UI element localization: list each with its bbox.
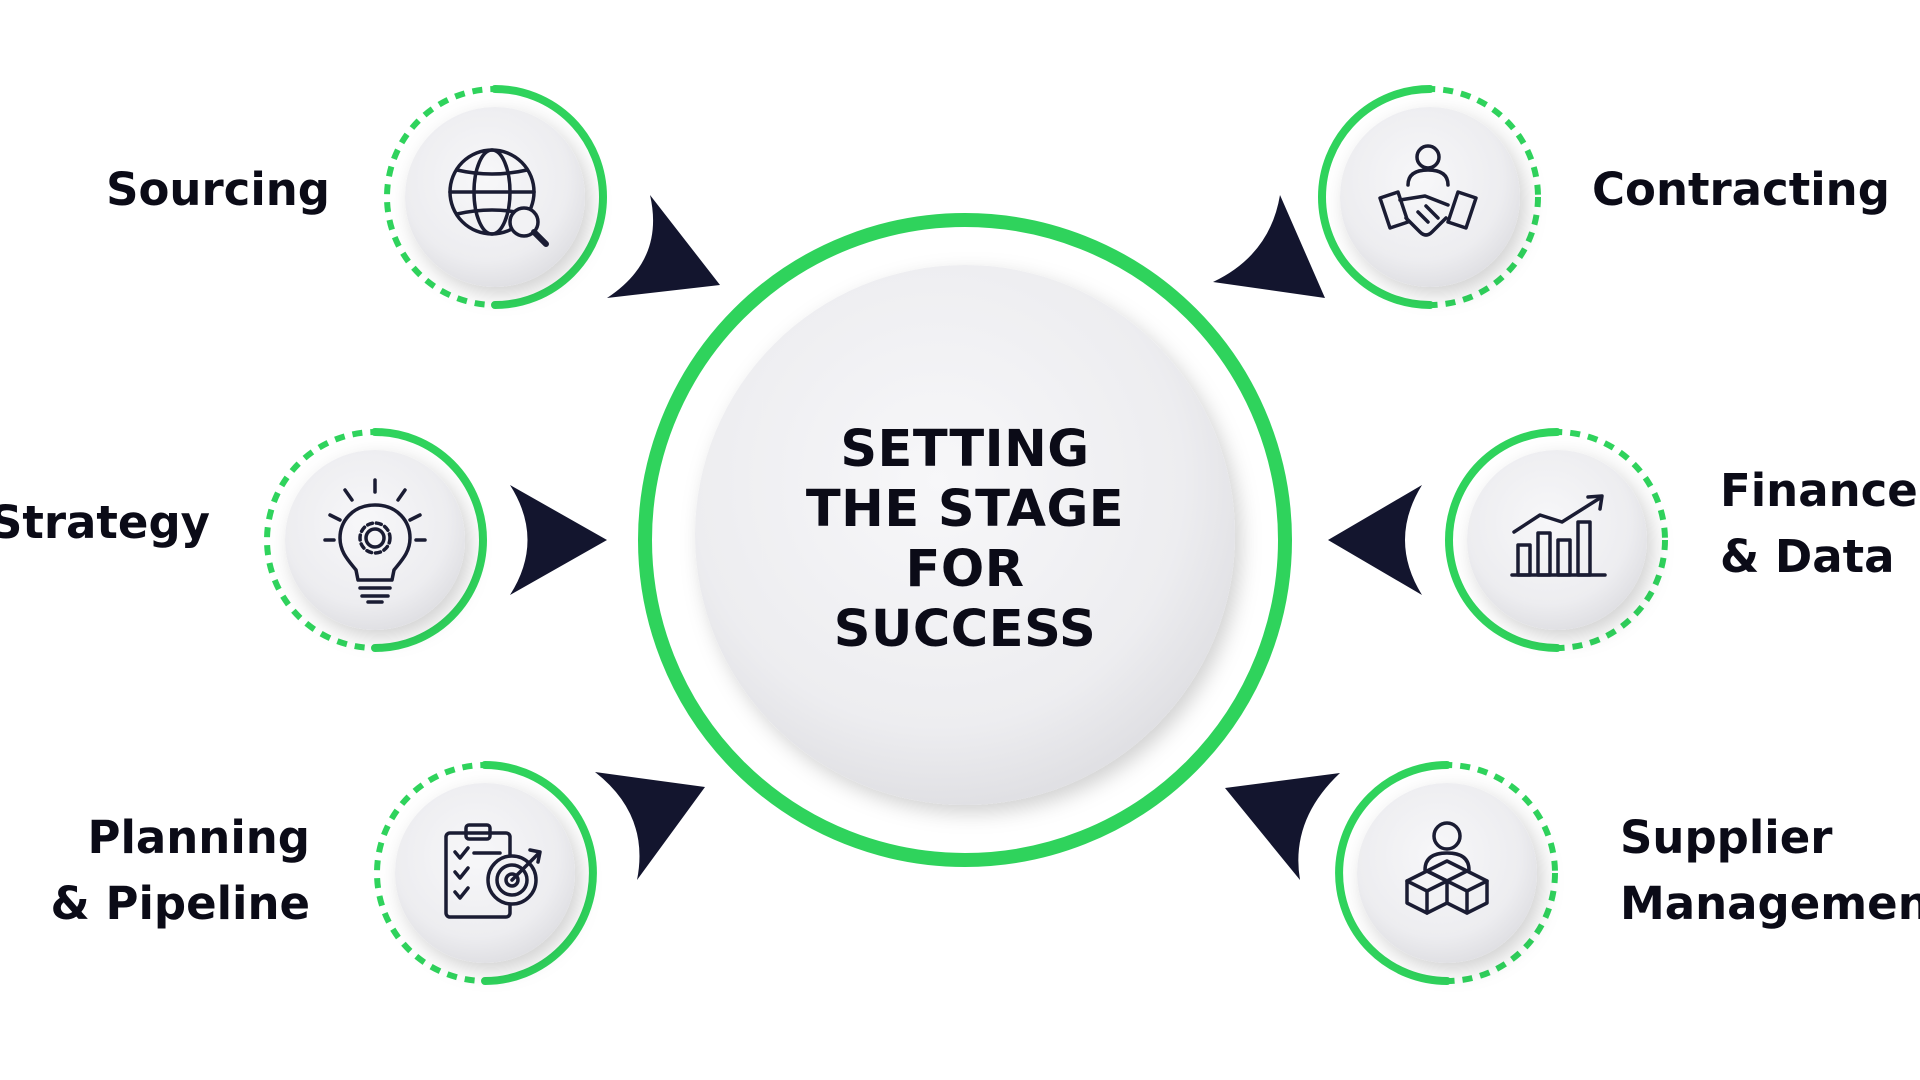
person-boxes-icon <box>1405 821 1489 915</box>
node-label-finance: Finance & Data <box>1720 464 1918 583</box>
node-label-strategy: Strategy <box>0 496 210 549</box>
globe-search-icon <box>448 148 549 247</box>
center-title: SETTING THE STAGE FOR SUCCESS <box>805 420 1125 659</box>
node-contracting <box>1318 85 1541 309</box>
node-label-sourcing: Sourcing <box>106 163 330 216</box>
handshake-icon <box>1378 144 1478 237</box>
node-supplier <box>1335 761 1558 985</box>
arrows <box>510 195 1422 880</box>
arrow-planning <box>595 772 705 880</box>
node-label-contracting: Contracting <box>1592 163 1890 216</box>
node-label-planning: Planning & Pipeline <box>50 811 310 930</box>
arrow-supplier <box>1225 773 1340 880</box>
center-hub <box>638 213 1292 867</box>
node-strategy <box>264 428 487 652</box>
node-finance <box>1445 428 1668 652</box>
node-sourcing <box>384 85 607 309</box>
node-label-supplier: Supplier Management <box>1620 811 1920 930</box>
arrow-finance <box>1328 485 1422 595</box>
arrow-sourcing <box>607 195 720 298</box>
node-planning <box>374 761 597 985</box>
bar-chart-growth-icon <box>1510 494 1607 577</box>
center-disc <box>695 265 1235 805</box>
arrow-contracting <box>1213 195 1325 298</box>
lightbulb-gear-icon <box>323 478 427 604</box>
checklist-target-icon <box>444 823 542 919</box>
arrow-strategy <box>510 485 607 595</box>
